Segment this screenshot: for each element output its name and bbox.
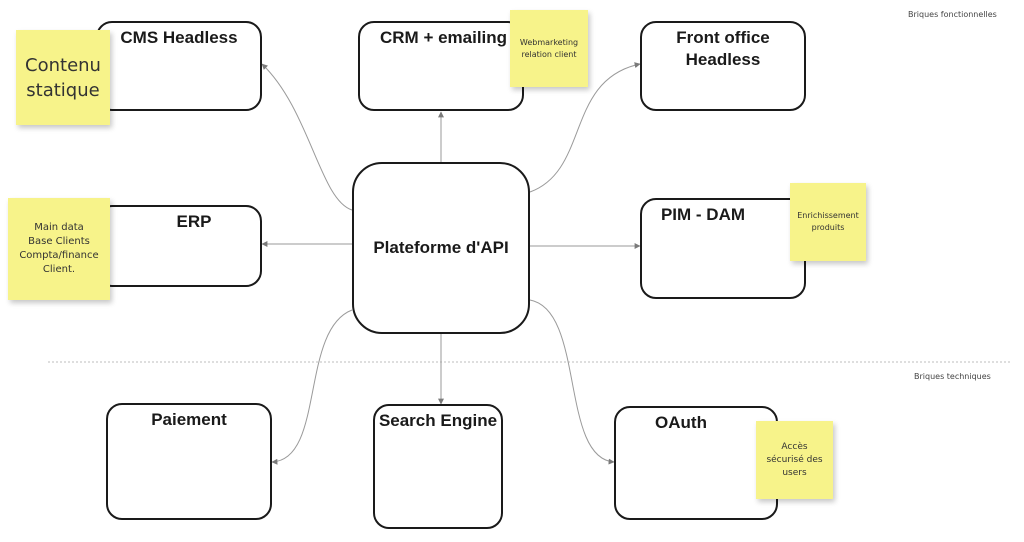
sticky-contenu-statique[interactable]: Contenu statique	[16, 30, 110, 125]
sticky-erp-main-data[interactable]: Main data Base Clients Compta/finance Cl…	[8, 198, 110, 300]
node-pim-dam[interactable]: PIM - DAM	[640, 198, 806, 299]
node-crm-emailing[interactable]: CRM + emailing	[358, 21, 524, 111]
connector-front-office	[529, 62, 641, 193]
connector-oauth	[529, 299, 615, 465]
node-plateforme-api[interactable]: Plateforme d'API	[352, 162, 530, 334]
node-search-engine[interactable]: Search Engine	[373, 404, 503, 529]
connector-paiement	[271, 309, 353, 465]
node-front-office-headless[interactable]: Front office Headless	[640, 21, 806, 111]
node-paiement[interactable]: Paiement	[106, 403, 272, 520]
node-oauth[interactable]: OAuth	[614, 406, 778, 520]
sticky-acces-securise[interactable]: Accès sécurisé des users	[756, 421, 833, 499]
connector-cms	[261, 63, 353, 211]
label-briques-fonctionnelles: Briques fonctionnelles	[908, 10, 997, 19]
sticky-webmarketing[interactable]: Webmarketing relation client	[510, 10, 588, 87]
node-erp[interactable]: ERP	[96, 205, 262, 287]
label-briques-techniques: Briques techniques	[914, 372, 991, 381]
node-cms-headless[interactable]: CMS Headless	[96, 21, 262, 111]
sticky-enrichissement[interactable]: Enrichissement produits	[790, 183, 866, 261]
